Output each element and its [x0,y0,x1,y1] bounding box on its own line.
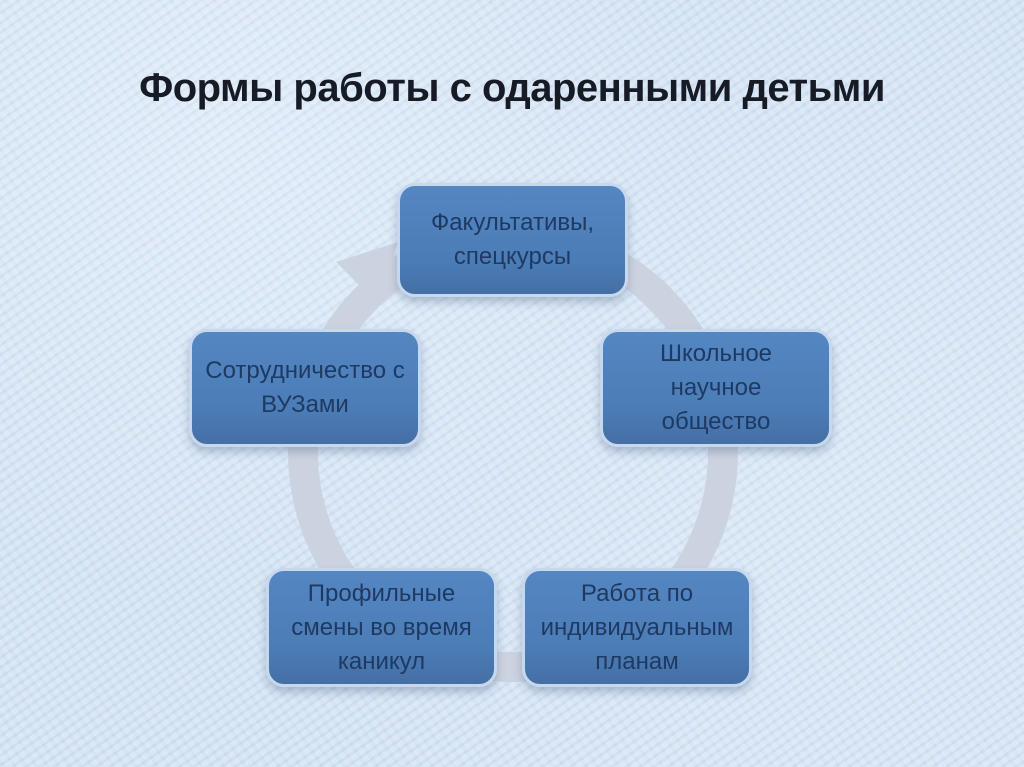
cycle-node-fakultativy: Факультативы, спецкурсы [397,183,628,297]
slide-title: Формы работы с одаренными детьми [139,66,885,110]
cycle-arrowhead-icon [336,242,398,304]
cycle-node-label: Факультативы, спецкурсы [430,209,595,270]
cycle-node-label: Школьное научное общество [659,340,773,435]
cycle-node-label: Сотрудничество с ВУЗами [205,357,405,418]
cycle-node-sotrudnichestvo-vuzy: Сотрудничество с ВУЗами [189,329,421,447]
cycle-node-label: Работа по индивидуальным планам [540,579,734,675]
cycle-node-individualnye-plany: Работа по индивидуальным планам [522,568,752,687]
cycle-node-profilnye-smeny: Профильные смены во время каникул [266,568,497,687]
cycle-node-label: Профильные смены во время каникул [291,579,472,675]
cycle-node-nauchnoe-obschestvo: Школьное научное общество [600,329,832,447]
